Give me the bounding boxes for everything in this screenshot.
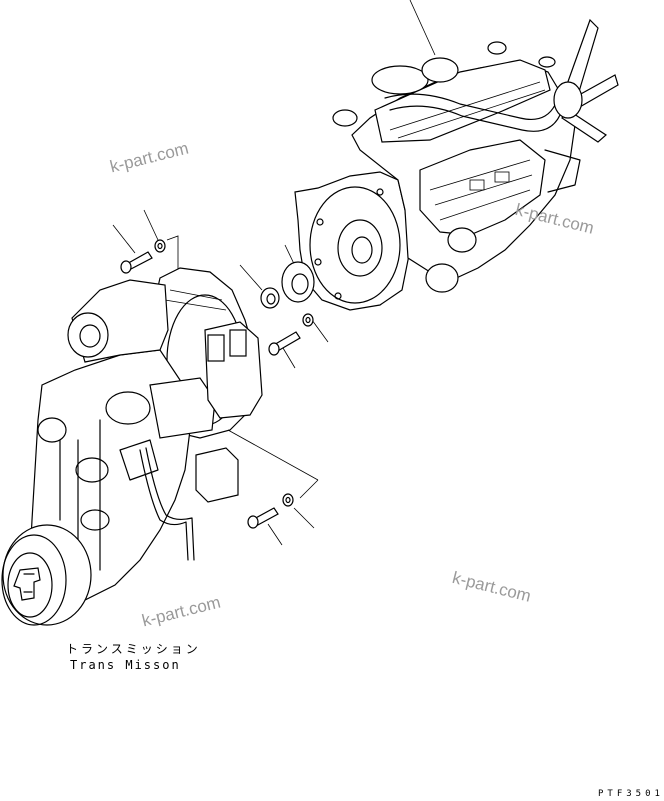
engine-assembly — [294, 0, 619, 311]
figure-code: PTF3501 — [598, 789, 664, 799]
yoke-coupling — [13, 567, 41, 601]
washer — [302, 313, 314, 327]
nut-leader — [239, 264, 263, 291]
washer-leader — [311, 319, 329, 343]
caption-english: Trans Misson — [70, 658, 181, 672]
nut — [260, 287, 280, 309]
oil-seal — [281, 261, 315, 303]
caption-japanese: トランスミッション — [66, 642, 201, 656]
coupling-parts — [239, 244, 329, 369]
transmission-assembly — [1, 209, 319, 626]
bolt-leader — [282, 347, 296, 369]
